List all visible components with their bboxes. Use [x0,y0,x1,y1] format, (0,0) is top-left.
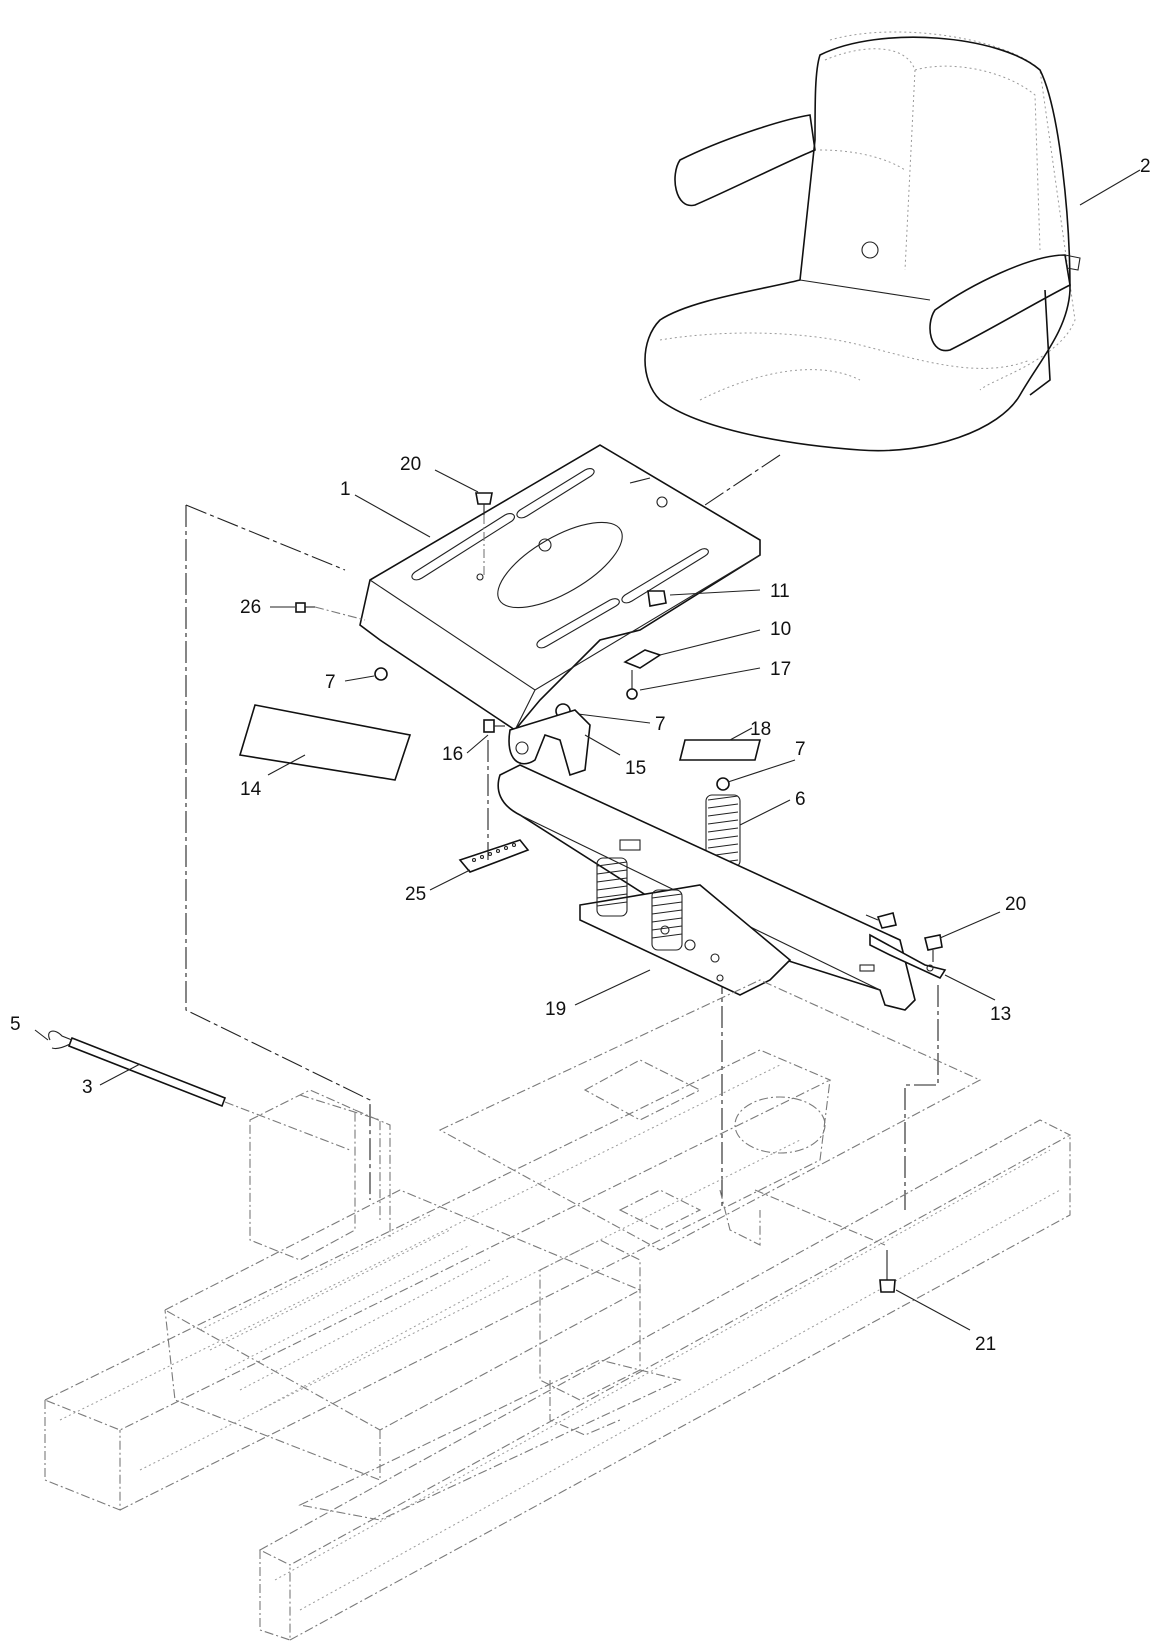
leader-7b [569,712,651,724]
callout-7c: 7 [795,739,806,760]
callout-25: 25 [405,884,426,905]
leader-20b [939,911,1001,939]
leader-13 [944,974,996,1001]
seat-plate [359,444,761,732]
leader-3 [99,1063,141,1086]
callout-20a: 20 [400,454,421,475]
leader-19 [574,969,651,1006]
plate-25 [458,839,530,873]
seat-assembly [644,31,1141,452]
callout-3: 3 [82,1077,93,1098]
frame-assembly [43,979,1072,1641]
leader-7a [344,675,375,682]
callout-2: 2 [1140,156,1151,177]
callout-6: 6 [795,789,806,810]
callout-20b: 20 [1005,894,1026,915]
screw-26 [295,602,366,621]
leader-18 [729,727,753,741]
callout-14: 14 [240,779,262,800]
leader-1 [354,494,431,538]
callout-18: 18 [750,719,771,740]
leader-16 [466,734,489,754]
leader-20a [434,469,479,493]
leader-5 [34,1029,49,1041]
callout-16: 16 [442,744,463,765]
leader-2 [1079,169,1141,206]
nut-7-left [374,667,388,681]
bolt-20-right [924,934,943,962]
leader-11 [669,589,761,596]
callout-5: 5 [10,1014,21,1035]
callout-26: 26 [240,597,261,618]
leader-21 [895,1289,971,1331]
callout-13: 13 [990,1004,1011,1025]
bolt-20-top [475,492,493,575]
stud-16 [483,719,505,733]
leader-25 [429,869,471,891]
callout-7b: 7 [655,714,666,735]
callout-11: 11 [770,581,790,602]
callout-19: 19 [545,999,566,1020]
rod-3 [67,1036,351,1151]
leader-6 [739,799,791,826]
callout-17: 17 [770,659,791,680]
leader-14 [267,754,306,776]
leader-10 [659,629,761,656]
callout-21: 21 [975,1334,996,1355]
spring-left [596,857,628,917]
bracket-10 [623,649,662,669]
spring-base-plate-19 [579,857,792,996]
spring-right [651,889,683,951]
latch-15 [508,709,591,777]
pin-5 [48,1030,73,1050]
nut-7-right [716,777,730,791]
callout-1: 1 [340,479,351,500]
callout-7a: 7 [325,672,336,693]
decal-14 [238,704,412,781]
leader-7c [727,759,796,783]
callout-10: 10 [770,619,791,640]
clip-nut-11 [647,590,667,607]
leader-17 [639,667,761,691]
bracket-13 [865,912,947,980]
leader-15 [584,734,621,756]
decal-18 [678,739,762,761]
bolt-21 [754,1189,896,1293]
bolt-17 [626,670,638,700]
callout-15: 15 [625,758,646,779]
